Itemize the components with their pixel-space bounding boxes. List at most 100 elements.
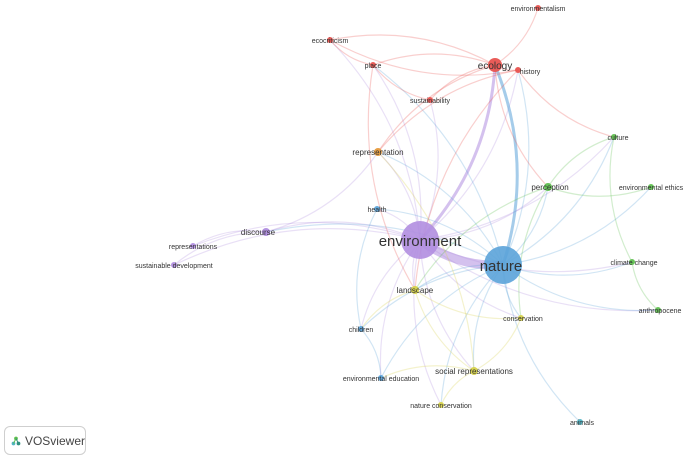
node-health[interactable] <box>374 206 380 212</box>
node-label-social-representations[interactable]: social representations <box>435 367 513 376</box>
node-label-place[interactable]: place <box>365 63 382 70</box>
link-culture-climate-change <box>609 136 633 263</box>
node-sustainable-development[interactable] <box>171 262 177 268</box>
node-label-climate-change[interactable]: climate change <box>610 260 657 267</box>
link-environment-representations <box>192 221 421 247</box>
vosviewer-logo-icon <box>11 436 21 445</box>
link-nature-representation <box>377 151 504 266</box>
node-history[interactable] <box>515 67 521 73</box>
link-nature-environmental-education <box>380 264 504 379</box>
link-discourse-representations <box>192 229 267 247</box>
link-culture-perception <box>547 136 615 188</box>
link-perception-landscape <box>414 186 549 291</box>
node-label-representation[interactable]: representation <box>352 148 403 157</box>
link-nature-nature-conservation <box>440 264 504 406</box>
link-landscape-conservation <box>414 289 522 320</box>
link-environment-anthropocene <box>419 239 659 312</box>
node-nature-conservation[interactable] <box>438 402 444 408</box>
node-ecology[interactable] <box>488 58 502 72</box>
node-label-conservation[interactable]: conservation <box>503 316 543 323</box>
link-ecocriticism-place <box>329 39 374 66</box>
link-ecology-ecocriticism <box>329 34 496 66</box>
link-discourse-sustainable-development <box>173 231 267 266</box>
node-conservation[interactable] <box>518 315 524 321</box>
node-landscape[interactable] <box>411 286 419 294</box>
link-ecology-environmentalism <box>494 7 539 66</box>
link-environment-sustainable-development <box>173 227 421 266</box>
vosviewer-brand: VOSviewer <box>24 433 85 448</box>
node-label-landscape[interactable]: landscape <box>397 286 434 295</box>
link-social-representations-nature-conservation <box>440 370 475 406</box>
link-ecology-sustainability <box>429 64 496 101</box>
node-environmentalism[interactable] <box>535 5 541 11</box>
node-label-sustainability[interactable]: sustainability <box>410 98 451 105</box>
link-environment-place <box>372 64 422 241</box>
link-environment-history <box>419 69 519 241</box>
node-sustainability[interactable] <box>427 97 433 103</box>
link-history-representation <box>377 69 519 153</box>
link-history-culture <box>517 69 615 138</box>
node-label-sustainable-development[interactable]: sustainable development <box>135 263 212 270</box>
link-perception-environmental-ethics <box>547 186 652 197</box>
node-perception[interactable] <box>544 183 552 191</box>
node-label-representations[interactable]: representations <box>169 244 218 251</box>
node-ecocriticism[interactable] <box>327 37 333 43</box>
node-label-history[interactable]: history <box>520 69 541 76</box>
link-nature-ecology <box>493 64 519 266</box>
link-discourse-representation <box>265 151 379 233</box>
link-climate-change-anthropocene <box>631 261 659 311</box>
node-discourse[interactable] <box>262 228 270 236</box>
link-social-representations-representation <box>377 151 475 372</box>
node-environment[interactable] <box>401 221 439 259</box>
node-animals[interactable] <box>577 419 583 425</box>
node-label-culture[interactable]: culture <box>607 135 628 142</box>
node-culture[interactable] <box>611 134 617 140</box>
node-nature[interactable] <box>484 246 522 284</box>
node-label-animals[interactable]: animals <box>570 420 595 427</box>
node-label-nature-conservation[interactable]: nature conservation <box>410 403 472 410</box>
node-label-environmental-education[interactable]: environmental education <box>343 376 419 383</box>
node-representations[interactable] <box>190 243 196 249</box>
node-label-children[interactable]: children <box>349 327 374 334</box>
node-label-anthropocene[interactable]: anthropocene <box>639 308 682 315</box>
node-label-ecology[interactable]: ecology <box>478 61 512 72</box>
node-representation[interactable] <box>374 148 382 156</box>
node-label-environmentalism[interactable]: environmentalism <box>511 6 566 13</box>
node-label-environmental-ethics[interactable]: environmental ethics <box>619 185 684 192</box>
link-place-landscape <box>367 64 416 291</box>
link-nature-anthropocene <box>502 264 659 312</box>
link-landscape-children <box>360 289 416 330</box>
link-environment-ecology <box>418 64 497 242</box>
link-social-representations-environmental-education <box>380 365 475 379</box>
link-place-sustainability <box>372 64 431 101</box>
link-perception-conservation <box>518 186 549 319</box>
link-ecology-place <box>372 53 496 66</box>
link-environment-nature-conservation <box>413 239 442 406</box>
node-climate-change[interactable] <box>629 259 635 265</box>
node-label-discourse[interactable]: discourse <box>241 228 276 237</box>
node-label-ecocriticism[interactable]: ecocriticism <box>312 38 349 45</box>
node-label-health[interactable]: health <box>367 207 386 214</box>
node-anthropocene[interactable] <box>655 307 661 313</box>
node-place[interactable] <box>370 62 376 68</box>
link-health-children <box>356 208 378 330</box>
link-nature-discourse <box>265 223 504 266</box>
node-label-perception[interactable]: perception <box>531 183 568 192</box>
link-environmental-education-children <box>360 328 382 379</box>
node-social-representations[interactable] <box>470 367 478 375</box>
node-label-environment[interactable]: environment <box>379 233 462 250</box>
link-nature-environmental-ethics <box>502 186 652 266</box>
node-environmental-ethics[interactable] <box>648 184 654 190</box>
link-social-representations-conservation <box>473 317 522 372</box>
node-children[interactable] <box>358 326 364 332</box>
vosviewer-badge[interactable]: VOSviewer <box>4 426 86 455</box>
link-nature-culture <box>502 136 615 266</box>
link-environment-climate-change <box>419 239 633 273</box>
link-ecocriticism-history <box>329 39 519 76</box>
link-ecology-perception <box>494 64 549 188</box>
nodes-layer <box>171 5 661 425</box>
links-layer <box>173 7 659 423</box>
node-environmental-education[interactable] <box>378 375 384 381</box>
node-label-nature[interactable]: nature <box>480 258 523 275</box>
